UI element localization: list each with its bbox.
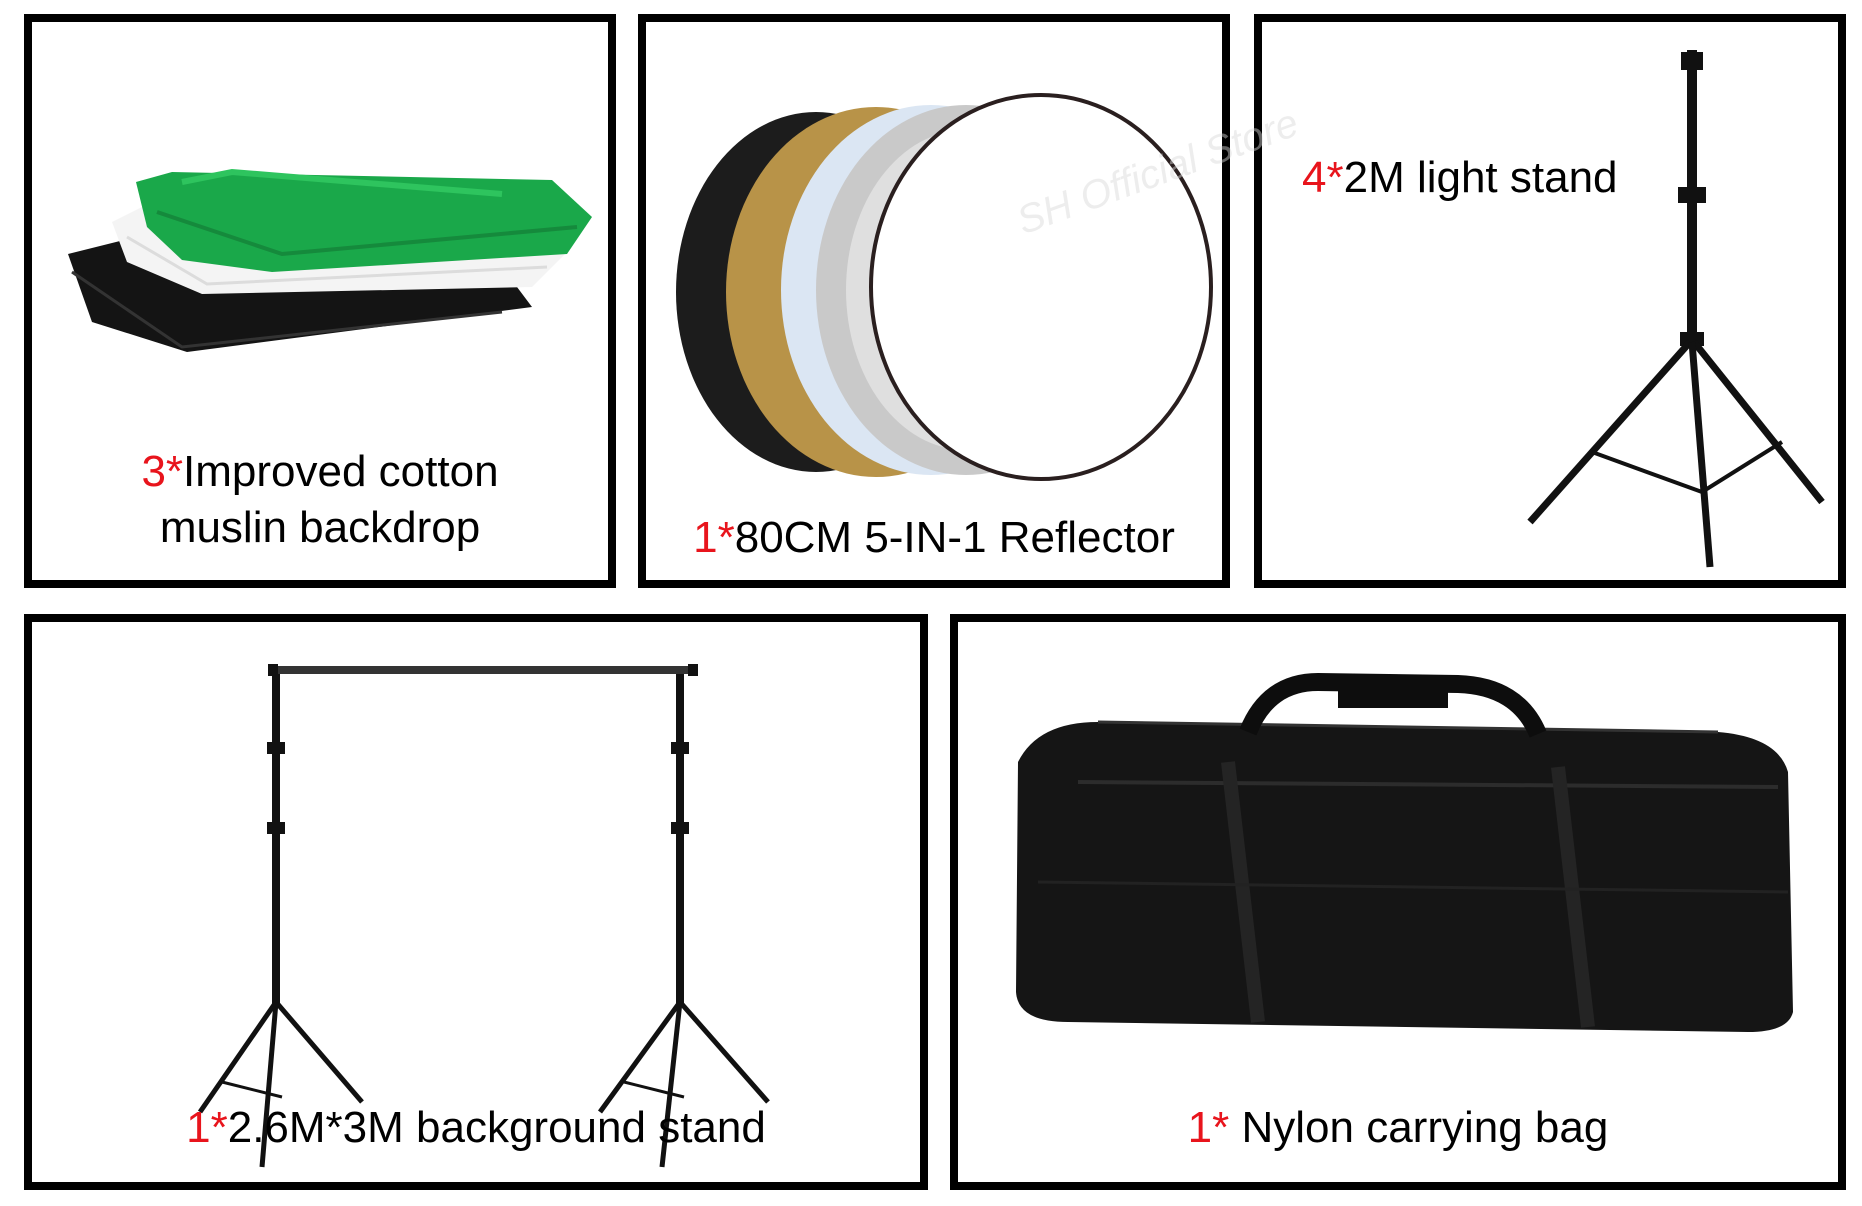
light-stand-name: 2M light stand [1343, 153, 1618, 202]
reflector-caption: 1*80CM 5-IN-1 Reflector [646, 510, 1222, 566]
backdrop-caption: 3*Improved cotton muslin backdrop [32, 444, 608, 556]
background-stand-quantity: 1* [186, 1103, 228, 1152]
light-stand-caption: 4*2M light stand [1302, 150, 1618, 206]
item-panel-carrying-bag: 1* Nylon carrying bag [950, 614, 1846, 1190]
light-stand-quantity: 4* [1302, 153, 1344, 202]
reflector-name: 80CM 5-IN-1 Reflector [734, 513, 1175, 562]
carrying-bag-name: Nylon carrying bag [1229, 1103, 1609, 1152]
reflector-quantity: 1* [693, 513, 735, 562]
backdrop-name-line2: muslin backdrop [159, 503, 481, 552]
background-stand-image [197, 664, 770, 1168]
background-stand-caption: 1*2.6M*3M background stand [32, 1100, 920, 1156]
backdrop-quantity: 3* [141, 447, 184, 496]
carrying-bag-caption: 1* Nylon carrying bag [958, 1100, 1838, 1156]
light-stand-image [1527, 50, 1825, 568]
backdrop-name-line1: Improved cotton [183, 447, 499, 496]
carrying-bag-image [1016, 672, 1793, 1032]
item-panel-backdrop: 3*Improved cotton muslin backdrop [24, 14, 616, 588]
carrying-bag-quantity: 1* [1187, 1103, 1230, 1152]
muslin-backdrop-image [68, 168, 592, 352]
background-stand-name: 2.6M*3M background stand [227, 1103, 766, 1152]
item-panel-background-stand: 1*2.6M*3M background stand [24, 614, 928, 1190]
reflector-image [676, 93, 1213, 481]
item-panel-light-stand: 4*2M light stand [1254, 14, 1846, 588]
item-panel-reflector: 1*80CM 5-IN-1 Reflector [638, 14, 1230, 588]
